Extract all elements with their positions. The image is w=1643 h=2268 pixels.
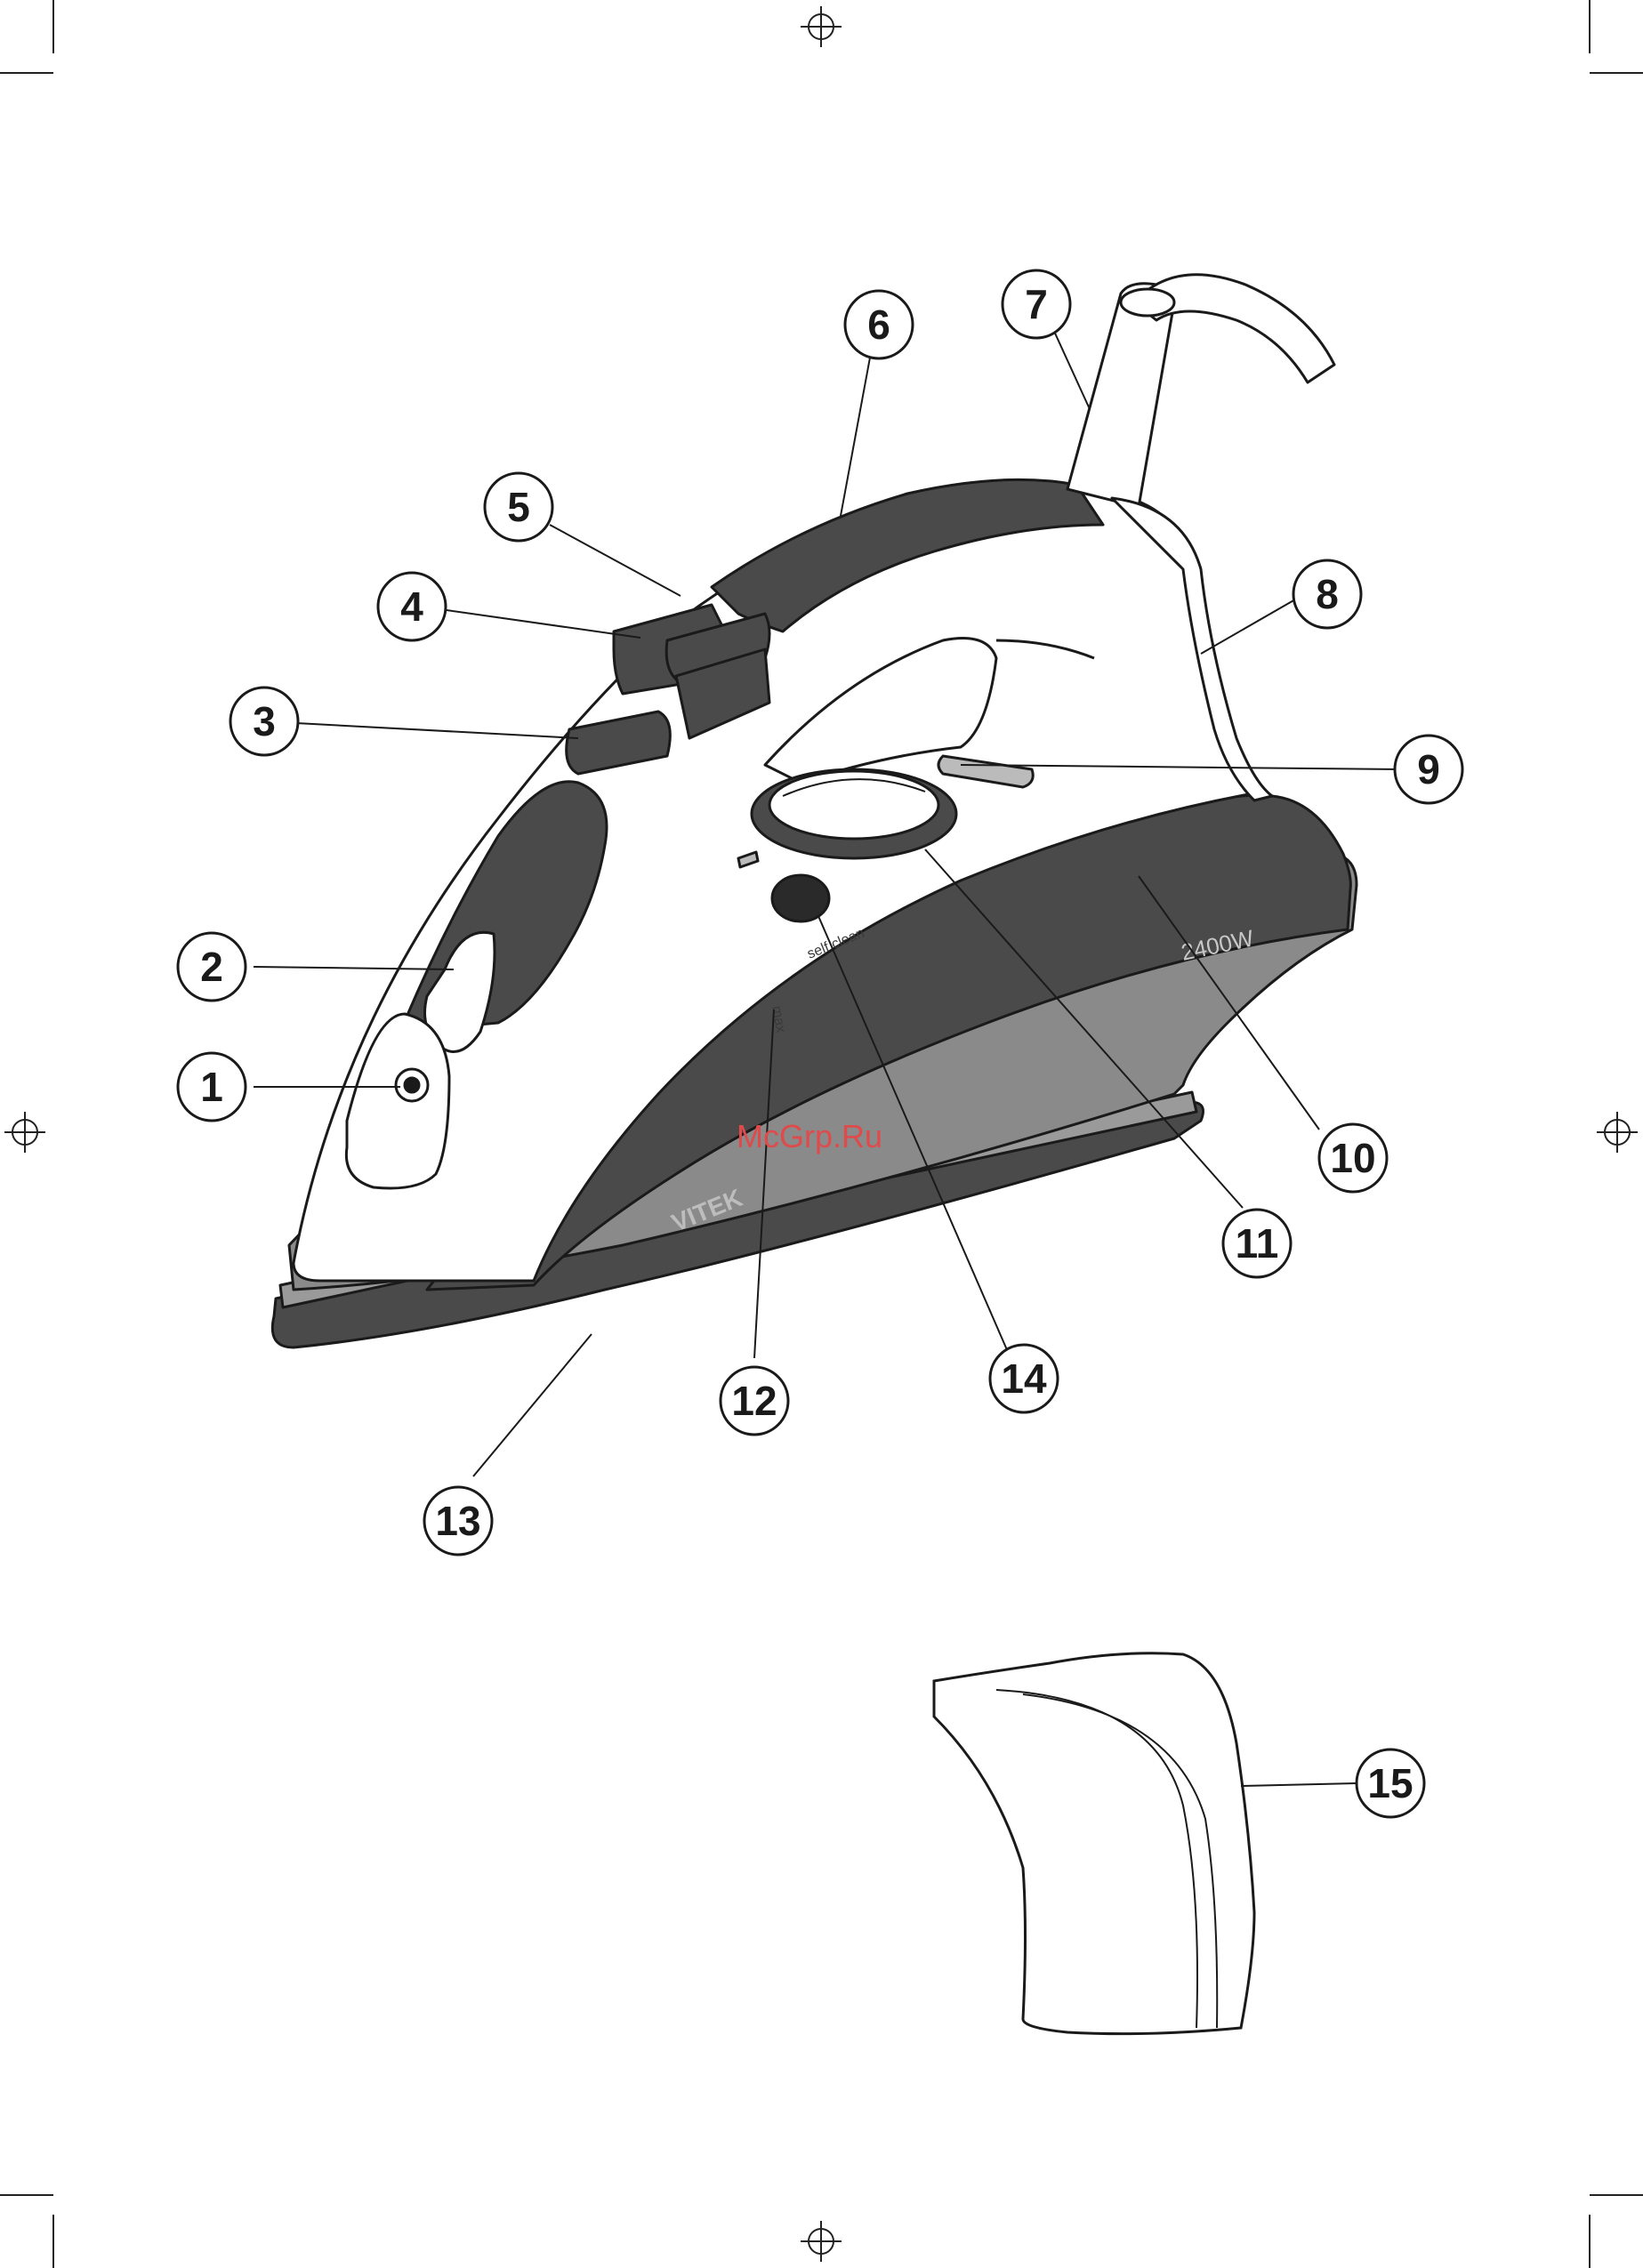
- registration-mark-right: [1597, 1112, 1638, 1153]
- callout-7: 7: [1003, 270, 1070, 338]
- svg-text:2: 2: [200, 944, 223, 990]
- cord-end: [1121, 289, 1174, 316]
- svg-text:4: 4: [400, 583, 423, 630]
- callout-14: 14: [990, 1345, 1058, 1412]
- watermark: McGrp.Ru: [737, 1118, 882, 1154]
- svg-text:12: 12: [731, 1378, 777, 1424]
- callout-4: 4: [378, 573, 446, 640]
- svg-text:6: 6: [867, 302, 890, 348]
- temperature-dial-face: [769, 771, 938, 839]
- registration-mark-left: [4, 1112, 45, 1153]
- handle-cover-illustration: [934, 1653, 1254, 2034]
- svg-text:15: 15: [1367, 1760, 1413, 1806]
- callout-11: 11: [1223, 1210, 1291, 1277]
- svg-text:1: 1: [200, 1064, 223, 1110]
- registration-mark-top: [801, 6, 842, 47]
- spray-nozzle-core: [405, 1078, 419, 1092]
- callout-12: 12: [721, 1367, 788, 1435]
- callout-3: 3: [230, 688, 298, 755]
- svg-text:14: 14: [1001, 1355, 1047, 1402]
- callout-1: 1: [178, 1053, 246, 1121]
- callout-2: 2: [178, 933, 246, 1001]
- svg-text:7: 7: [1025, 281, 1048, 327]
- callout-15: 15: [1357, 1749, 1424, 1817]
- callout-5: 5: [485, 473, 552, 541]
- svg-text:8: 8: [1316, 571, 1339, 617]
- svg-text:5: 5: [507, 484, 530, 530]
- callout-9: 9: [1395, 736, 1462, 803]
- svg-text:11: 11: [1236, 1220, 1279, 1267]
- svg-text:3: 3: [253, 698, 276, 744]
- svg-text:9: 9: [1417, 746, 1440, 792]
- callout-6: 6: [845, 291, 913, 358]
- svg-text:10: 10: [1330, 1135, 1375, 1181]
- callout-13: 13: [424, 1487, 492, 1555]
- self-clean-button: [772, 875, 829, 921]
- svg-text:13: 13: [435, 1498, 480, 1544]
- callout-10: 10: [1319, 1124, 1387, 1192]
- callout-8: 8: [1293, 560, 1361, 628]
- iron-illustration: 2400W VITEK self clean max: [272, 275, 1357, 1347]
- registration-mark-bottom: [801, 2221, 842, 2262]
